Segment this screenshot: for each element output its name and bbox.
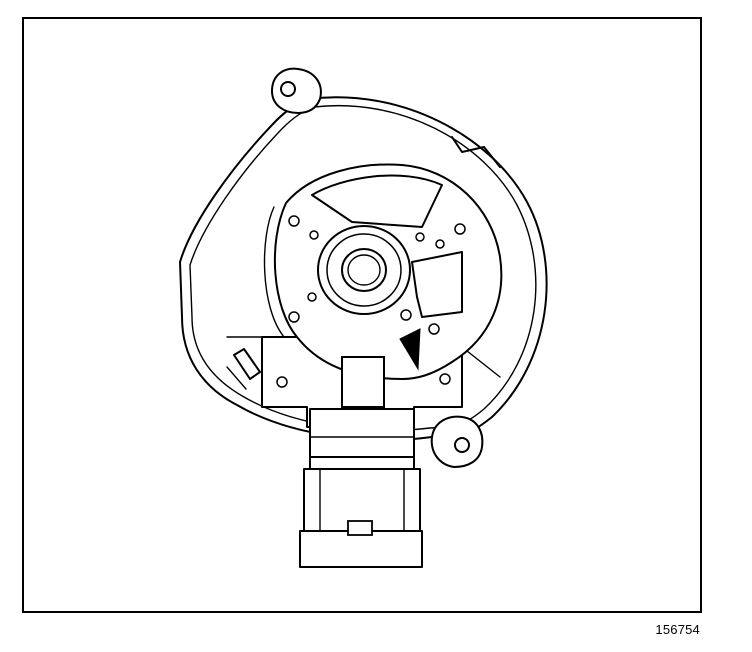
plate-hole-6 [435, 239, 445, 249]
mounting-ear-bottom [430, 415, 484, 468]
figure-frame [22, 17, 702, 613]
plate-hole-4 [288, 311, 300, 323]
plate-hole-3 [307, 292, 317, 302]
mounting-hole-bottom [454, 437, 470, 453]
callout-arrow [399, 328, 421, 371]
bracket-hole-right [439, 373, 451, 385]
figure-border [22, 17, 702, 613]
motor-shaft-hub [317, 225, 411, 315]
bracket-hole-left [276, 376, 288, 388]
plate-hole-1 [288, 215, 300, 227]
electrical-connector [299, 520, 423, 568]
connector-tab [341, 356, 385, 408]
housing-clip [226, 348, 261, 390]
blower-motor-illustration [22, 17, 702, 613]
plate-hole-7 [454, 223, 466, 235]
connector-latch [347, 520, 373, 536]
plate-hole-9 [428, 323, 440, 335]
plate-hole-2 [309, 230, 319, 240]
motor-body [303, 408, 421, 532]
plate-hole-5 [415, 232, 425, 242]
mounting-ear-top [271, 67, 322, 114]
figure-number: 156754 [655, 622, 700, 637]
plate-hole-8 [400, 309, 412, 321]
mounting-hole-top [280, 81, 296, 97]
